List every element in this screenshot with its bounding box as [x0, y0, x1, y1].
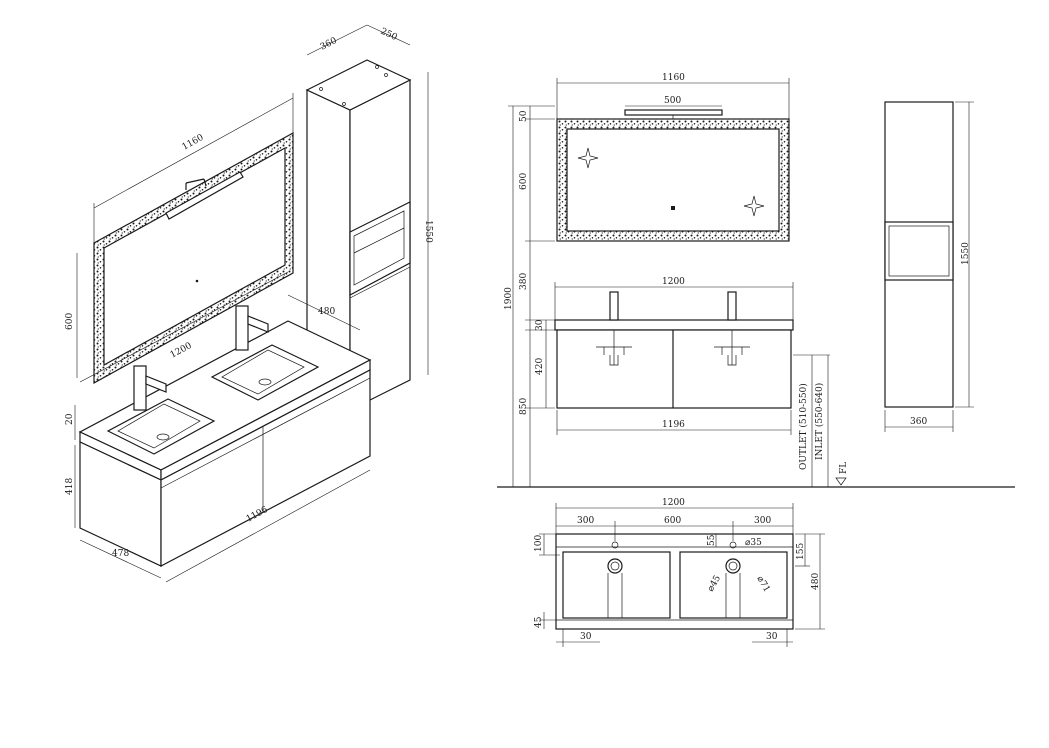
front-mirror-width: 1160 — [662, 73, 685, 83]
plan-left-segment: 300 — [577, 516, 594, 526]
tall-front-height: 1550 — [961, 242, 971, 265]
plan-right-segment: 300 — [754, 516, 771, 526]
floor-label: FL — [839, 462, 849, 474]
plan-middle-segment: 600 — [664, 516, 681, 526]
front-cabinet-width: 1196 — [662, 420, 685, 430]
front-faucet-left — [596, 291, 632, 366]
iso-cabinet-depth-top: 480 — [318, 307, 335, 317]
front-gap: 380 — [519, 273, 529, 290]
iso-tall-width: 250 — [379, 27, 399, 43]
plan-tap-hole-offset: 55 — [707, 534, 717, 546]
iso-vanity — [78, 305, 372, 567]
iso-cabinet-height: 418 — [65, 478, 75, 495]
isometric-view: 1160 600 360 250 1550 — [65, 24, 433, 583]
iso-mirror-height: 600 — [65, 313, 75, 330]
plan-drain-offset: 155 — [796, 543, 806, 560]
plan-view: 1200 300 600 300 100 45 55 ⌀35 ⌀45 ⌀71 1… — [534, 498, 825, 647]
plan-tap-hole-dia: ⌀35 — [745, 538, 762, 548]
front-mirror-height: 600 — [519, 173, 529, 190]
plan-right-margin: 30 — [766, 632, 778, 642]
plan-front-edge: 45 — [534, 616, 544, 628]
plan-tap-offset: 100 — [534, 535, 544, 552]
plan-left-margin: 30 — [580, 632, 592, 642]
plan-total-width: 1200 — [662, 498, 685, 508]
iso-mirror-width: 1160 — [181, 133, 206, 153]
iso-tall-depth: 360 — [319, 36, 339, 53]
iso-tall-cabinet — [305, 59, 412, 411]
inlet-label: INLET (550-640) — [814, 383, 825, 460]
front-total-height: 1900 — [504, 287, 514, 310]
front-mirror-gap: 50 — [519, 110, 529, 122]
front-floor-to-top: 850 — [519, 398, 529, 415]
front-view: 1160 500 1900 50 600 380 30 420 850 1200 — [497, 73, 1015, 488]
plan-depth: 480 — [811, 573, 821, 590]
tall-cabinet-front: 1550 360 — [884, 101, 974, 432]
iso-tall-height: 1550 — [423, 220, 433, 243]
front-top-thickness: 30 — [535, 319, 545, 331]
tall-front-width: 360 — [910, 417, 927, 427]
iso-mirror — [93, 131, 294, 385]
iso-basin-width: 1200 — [169, 341, 194, 361]
front-faucet-right — [714, 291, 750, 366]
front-light-width: 500 — [664, 96, 681, 106]
front-basin-width: 1200 — [662, 277, 685, 287]
iso-top-thickness: 20 — [65, 413, 75, 425]
front-cabinet-height: 420 — [535, 358, 545, 375]
outlet-label: OUTLET (510-550) — [798, 383, 809, 470]
iso-cabinet-depth: 478 — [112, 549, 129, 559]
